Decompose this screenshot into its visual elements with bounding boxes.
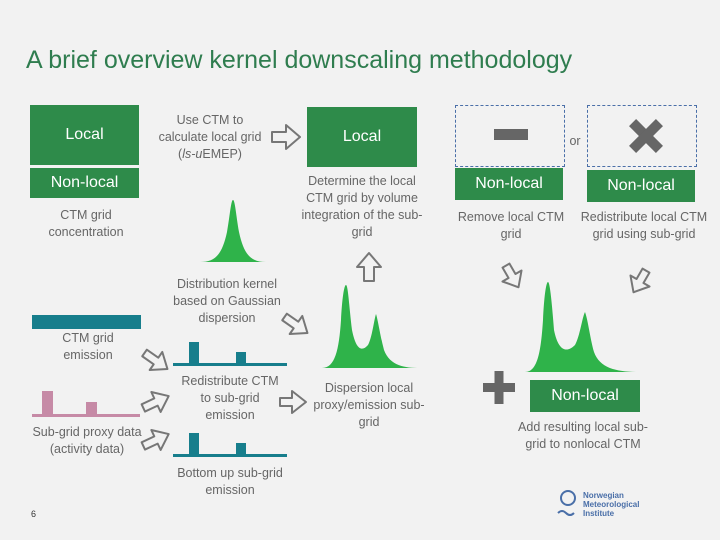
- arrow-to-local-icon: [271, 124, 301, 150]
- arrow-redistribute-a-icon: [140, 391, 170, 413]
- nonlocal-box: Non-local: [30, 168, 139, 198]
- use-ctm-text-a: Use CTM to calculate local grid (: [158, 113, 262, 161]
- logo-line1: Norwegian: [583, 491, 624, 500]
- nonlocal-result-label: Non-local: [551, 387, 619, 404]
- logo-line3: Institute: [583, 509, 615, 518]
- emission-baseline-1: [173, 363, 287, 366]
- arrow-subgrid-icon: [140, 429, 170, 451]
- use-ctm-text-italic: ls-u: [182, 147, 203, 161]
- arrow-remove-down-icon: [501, 262, 523, 289]
- nonlocal-a-box: Non-local: [455, 168, 563, 200]
- dispersion-text: Dispersion local proxy/emission sub-grid: [313, 381, 425, 429]
- redistribute-ctm-text: Redistribute CTM to sub-grid emission: [181, 374, 279, 422]
- add-result-text: Add resulting local sub-grid to nonlocal…: [518, 420, 648, 451]
- remove-local-text: Remove local CTM grid: [457, 210, 565, 241]
- logo-text: Norwegian Meteorological Institute: [583, 491, 639, 518]
- arrow-redistribute-down-icon: [629, 267, 651, 294]
- plus-icon: [483, 371, 515, 404]
- dispersion-double-peak-shape: [322, 285, 420, 368]
- distribution-kernel-text: Distribution kernel based on Gaussian di…: [173, 277, 281, 325]
- use-ctm-text-b: EMEP): [202, 147, 242, 161]
- arrow-up-icon: [356, 252, 382, 282]
- determine-ctm-text: Determine the local CTM grid by volume i…: [301, 174, 423, 239]
- ctm-emission-bar: [32, 315, 141, 329]
- arrow-emission-icon: [141, 348, 169, 372]
- gaussian-kernel-shape: [200, 200, 266, 262]
- mid-local-box: Local: [307, 107, 417, 167]
- ctm-grid-concentration-text: CTM grid concentration: [48, 208, 124, 239]
- page-title: A brief overview kernel downscaling meth…: [26, 46, 573, 74]
- page-number: 6: [31, 509, 37, 519]
- bottom-up-text: Bottom up sub-grid emission: [177, 466, 283, 497]
- proxy-bar-1: [42, 391, 53, 416]
- met-logo-icon: [557, 490, 576, 516]
- use-ctm-text: Use CTM to calculate local grid (ls-uEME…: [152, 112, 268, 163]
- proxy-bars: [32, 391, 140, 417]
- local-box: Local: [30, 105, 139, 165]
- nonlocal-a-label: Non-local: [475, 175, 543, 192]
- proxy-bar-2: [86, 402, 97, 416]
- local-label: Local: [65, 126, 104, 143]
- subgrid-proxy-text: Sub-grid proxy data (activity data): [32, 425, 142, 456]
- emission-bar-4: [236, 443, 246, 455]
- nonlocal-b-box: Non-local: [587, 170, 695, 202]
- nonlocal-result-box: Non-local: [530, 380, 640, 412]
- emission-baseline-2: [173, 454, 287, 457]
- ctm-grid-emission-text: CTM grid emission: [62, 331, 114, 362]
- nonlocal-b-label: Non-local: [607, 177, 675, 194]
- nonlocal-label: Non-local: [50, 174, 119, 191]
- redistribute-local-text: Redistribute local CTM grid using sub-gr…: [580, 210, 708, 241]
- emission-bar-2: [236, 352, 246, 364]
- redistribute-dashed-box: [587, 105, 697, 167]
- result-double-peak-shape: [525, 282, 640, 372]
- arrow-dispersion-icon: [279, 390, 307, 414]
- minus-icon: [494, 129, 528, 140]
- or-text: or: [569, 134, 581, 148]
- emission-bar-1: [189, 342, 199, 364]
- proxy-baseline: [32, 414, 140, 417]
- arrow-kernel-icon: [281, 312, 309, 336]
- mid-local-label: Local: [342, 128, 382, 145]
- remove-dashed-box: [455, 105, 565, 167]
- subgrid-emission-bars: [173, 342, 287, 457]
- emission-bar-3: [189, 433, 199, 455]
- logo-line2: Meteorological: [583, 500, 640, 509]
- cross-icon: [629, 119, 663, 153]
